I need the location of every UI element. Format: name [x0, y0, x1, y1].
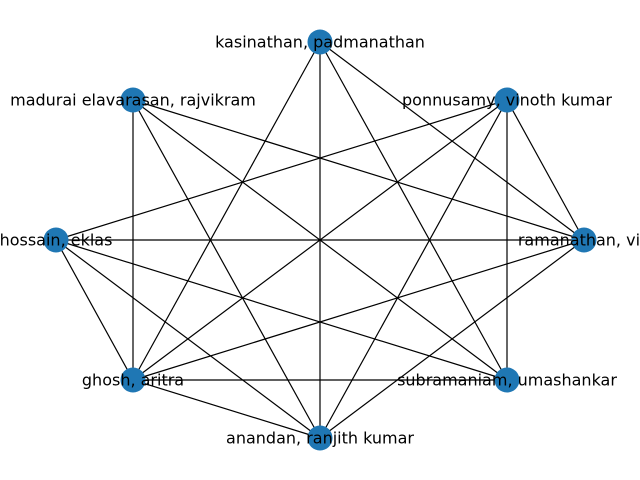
- edge-subramaniam-madurai: [132, 99, 508, 381]
- node-hossain: [43, 227, 69, 253]
- edge-ponnusamy-hossain: [55, 99, 508, 241]
- edge-ghosh-hossain: [55, 239, 134, 381]
- edge-kasinathan-subramaniam: [319, 41, 508, 381]
- edge-ramanathan-madurai: [132, 99, 585, 241]
- labels-layer: kasinathan, padmanathan ponnusamy, vinoth…: [0, 33, 640, 448]
- node-label-ponnusamy: ponnusamy, vinoth kumar: [402, 91, 612, 110]
- node-label-kasinathan: kasinathan, padmanathan: [215, 33, 425, 52]
- node-label-madurai: madurai elavarasan, rajvikram: [10, 91, 256, 110]
- node-ghosh: [120, 367, 146, 393]
- node-label-ramanathan: ramanathan, vin: [518, 231, 640, 250]
- edge-kasinathan-ghosh: [132, 41, 321, 381]
- edge-anandan-hossain: [55, 239, 321, 439]
- node-ramanathan: [571, 227, 597, 253]
- edge-anandan-ghosh: [132, 379, 321, 439]
- edge-ponnusamy-ramanathan: [506, 99, 585, 241]
- node-label-ghosh: ghosh, aritra: [82, 371, 184, 390]
- node-ponnusamy: [494, 87, 520, 113]
- edge-ramanathan-ghosh: [132, 239, 585, 381]
- edge-subramaniam-hossain: [55, 239, 508, 381]
- node-label-subramaniam: subramaniam, umashankar: [397, 371, 617, 390]
- edge-anandan-madurai: [132, 99, 321, 439]
- edge-ponnusamy-anandan: [319, 99, 508, 439]
- edges-layer: [55, 41, 585, 439]
- node-madurai: [120, 87, 146, 113]
- node-label-anandan: anandan, ranjith kumar: [226, 429, 414, 448]
- nodes-layer: [43, 29, 597, 451]
- node-anandan: [307, 425, 333, 451]
- node-subramaniam: [494, 367, 520, 393]
- node-label-hossain: hossain, eklas: [0, 231, 112, 250]
- node-kasinathan: [307, 29, 333, 55]
